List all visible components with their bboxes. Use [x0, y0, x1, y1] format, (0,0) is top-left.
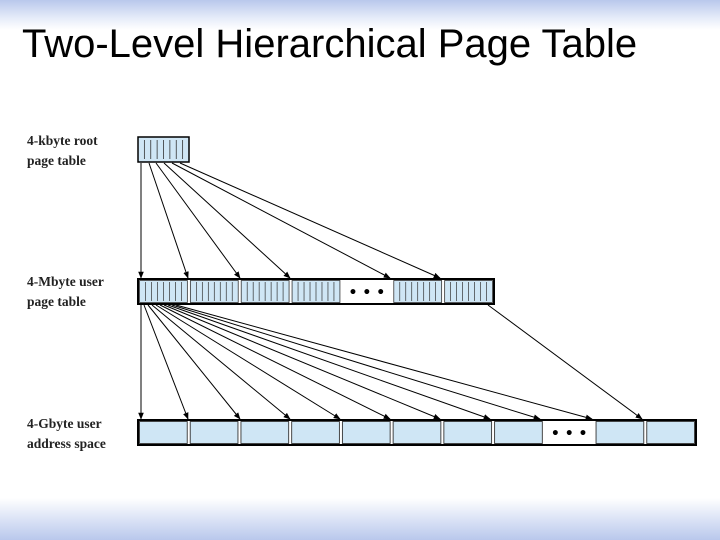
top-gradient-band — [0, 0, 720, 30]
root-to-user-arrow — [171, 162, 391, 279]
user-to-address-arrow — [171, 304, 541, 420]
user-to-address-arrow — [147, 304, 241, 420]
address-space-block — [646, 421, 695, 444]
root-to-user-arrow — [148, 162, 189, 279]
label-user-address-space: 4-Gbyte user address space — [27, 414, 106, 454]
user-to-address-arrow — [143, 304, 189, 420]
label-as-line1: 4-Gbyte user — [27, 416, 102, 431]
label-user-page-table: 4-Mbyte user page table — [27, 272, 104, 312]
address-space-block — [189, 421, 239, 444]
address-space-block — [443, 421, 493, 444]
user-to-address-arrow — [487, 304, 643, 420]
address-space-block — [139, 421, 188, 444]
label-user-pt-line2: page table — [27, 294, 86, 309]
user-address-space: • • • — [137, 419, 697, 446]
root-page-table — [137, 136, 190, 163]
slide-title: Two-Level Hierarchical Page Table — [22, 22, 638, 66]
label-root-page-table: 4-kbyte root page table — [27, 131, 98, 171]
address-space-block — [392, 421, 442, 444]
user-to-address-arrow — [159, 304, 391, 420]
root-to-user-arrow — [179, 162, 441, 279]
address-space-block — [240, 421, 290, 444]
user-to-address-arrow — [175, 304, 593, 421]
user-to-address-arrow — [163, 304, 441, 420]
label-root-line2: page table — [27, 153, 86, 168]
root-to-user-arrow — [155, 162, 241, 279]
user-to-address-arrow — [155, 304, 341, 420]
arrow-group — [138, 162, 643, 421]
label-as-line2: address space — [27, 436, 106, 451]
address-space-block — [341, 421, 391, 444]
root-to-user-arrow — [163, 162, 291, 279]
label-root-line1: 4-kbyte root — [27, 133, 98, 148]
user-to-address-arrow — [167, 304, 491, 420]
label-user-pt-line1: 4-Mbyte user — [27, 274, 104, 289]
user-page-table: • • • — [137, 278, 495, 305]
address-space-block — [494, 421, 543, 444]
address-space-block — [595, 421, 645, 444]
user-to-address-arrow — [151, 304, 291, 420]
address-space-block — [291, 421, 340, 444]
address-space-ellipsis: • • • — [551, 426, 588, 442]
user-table-ellipsis: • • • — [349, 285, 386, 301]
bottom-gradient-band — [0, 498, 720, 540]
